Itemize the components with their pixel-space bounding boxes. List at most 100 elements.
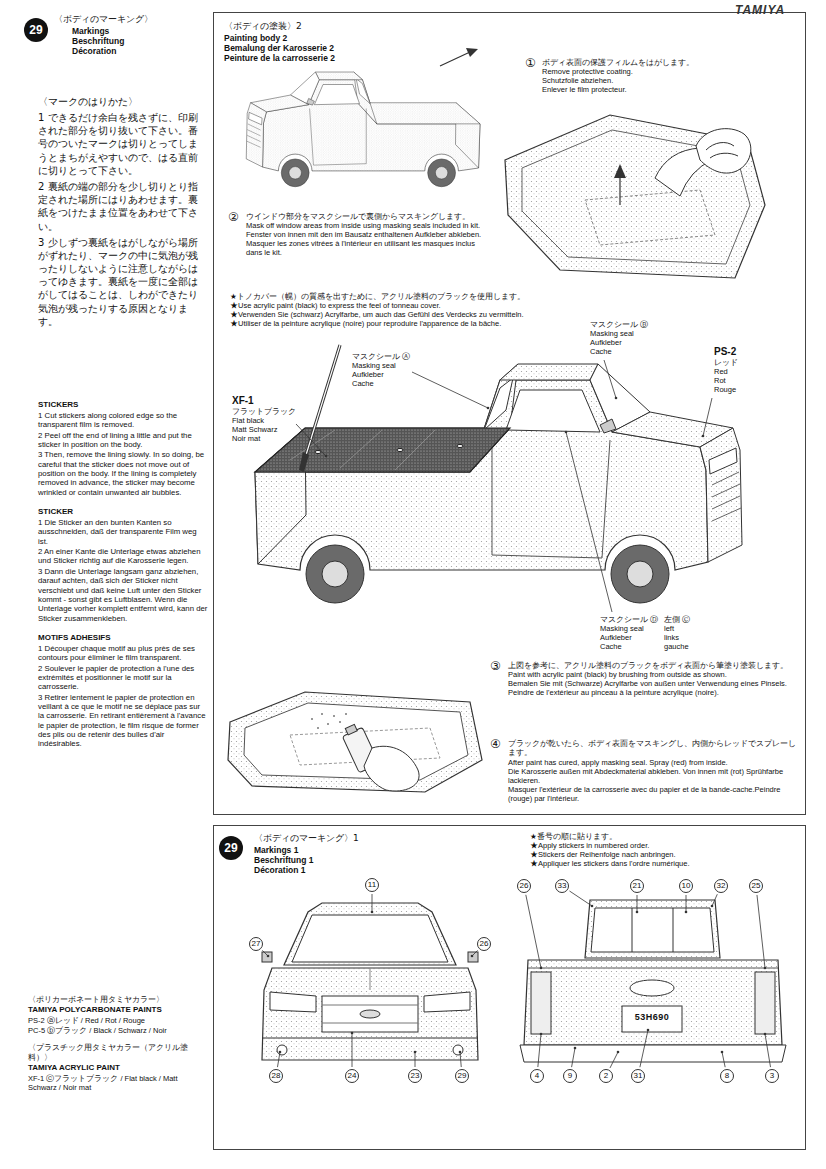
instruction-text: 1 Cut stickers along colored edge so the… (38, 411, 208, 430)
callout-number: 28 (269, 1069, 283, 1083)
text-group: ブラックが乾いたら、ボディ表面をマスキングし、内側からレッドでスプレーします。A… (508, 739, 803, 803)
instruction-text: Red (714, 367, 774, 376)
text-group: MarkingsBeschriftungDécoration (72, 26, 202, 57)
spray-illustration-part (327, 723, 329, 725)
instruction-text: 上図を参考に、アクリル塗料のブラックをボディ表面から筆塗り塗装します。 (508, 661, 803, 670)
pickup-truck-part (306, 345, 340, 455)
instruction-text: レッド (714, 358, 774, 367)
text-group: 10 (679, 879, 693, 893)
leader-line (569, 891, 592, 906)
rear-view-part (585, 900, 720, 958)
body-shell-top (246, 48, 480, 187)
callout-number: 27 (249, 937, 263, 951)
leader-line (412, 372, 488, 408)
instruction-text: ★Utiliser de la peinture acrylique (noir… (230, 319, 580, 328)
text-group: 〈ボディのマーキング〉 (54, 14, 204, 26)
text-group: 26 (517, 879, 531, 893)
leader-dot (487, 407, 490, 410)
instruction-text: Flat black (232, 416, 302, 425)
section-heading: STICKER (38, 507, 208, 517)
instruction-text: 2 Peel off the end of lining a little an… (38, 431, 208, 450)
leader-dot (764, 1033, 767, 1036)
text-group: マスクシール ⒶMasking sealAufkleberCache (352, 352, 432, 388)
peel-illustration-part (696, 129, 751, 173)
text-group: ★番号の順に貼ります。★Apply stickers in numbered o… (530, 832, 800, 868)
instruction-text: Masquer les zones vitrées à l'intérieur … (246, 239, 486, 257)
instruction-text: Matt Schwarz (232, 425, 302, 434)
front-view-part (262, 968, 478, 1060)
leader-dot (685, 911, 688, 914)
front-view-part (262, 952, 272, 962)
leader-dot (617, 1051, 620, 1054)
text-group: 〈ポリカーボネート用タミヤカラー〉TAMIYA POLYCARBONATE PA… (28, 995, 206, 1092)
callout-number: 8 (720, 1069, 734, 1083)
instruction-text: 左側 Ⓒ (664, 615, 714, 624)
rear-view-part (622, 1006, 682, 1032)
text-group: 2 (599, 1069, 613, 1083)
text-group: 29 (24, 18, 48, 42)
instruction-text: ★番号の順に貼ります。 (530, 832, 800, 841)
leader-line (460, 1052, 461, 1067)
instruction-text: XF-1 ⓒフラットブラック / Flat black / Matt Schwa… (28, 1074, 206, 1092)
step-number: ① (525, 57, 541, 69)
panel-subheading: Markings 1 (254, 845, 795, 855)
spray-illustration-part (244, 703, 468, 780)
instruction-text: Paint with acrylic paint (black) by brus… (508, 670, 803, 679)
leader-dot (591, 905, 594, 908)
leader-line (604, 360, 616, 398)
instruction-text: Aufkleber (352, 370, 432, 379)
callout-number: 9 (563, 1069, 577, 1083)
instruction-text: マスクシール Ⓑ (590, 320, 660, 329)
rear-view-part (528, 968, 778, 969)
instruction-text: ブラックが乾いたら、ボディ表面をマスキングし、内側からレッドでスプレーします。 (508, 739, 803, 758)
instruction-text: ★トノカバー（幌）の質感を出すために、アクリル塗料のブラックを使用します。 (230, 292, 580, 301)
instruction-text: マスクシール Ⓐ (352, 352, 432, 361)
leader-line (277, 1052, 280, 1067)
section-heading: 〈マークのはりかた〉 (38, 95, 206, 108)
instruction-text: フラットブラック (232, 407, 302, 416)
body-shell-top-part (246, 72, 480, 187)
panel-subheading: Décoration 1 (254, 865, 795, 875)
spray-illustration-part (321, 713, 323, 715)
leader-dot (267, 955, 270, 958)
leader-dot (702, 435, 705, 438)
peel-illustration (505, 115, 765, 278)
section-heading: Markings (72, 26, 202, 36)
text-group: 4 (530, 1069, 544, 1083)
leader-line (538, 1034, 541, 1067)
text-group: ③ (490, 660, 506, 672)
brand-logo: TAMIYA (735, 3, 815, 17)
leader-dot (325, 455, 328, 458)
instruction-text: 〈ポリカーボネート用タミヤカラー〉 (28, 995, 206, 1004)
leader-line (610, 1052, 618, 1068)
instruction-text: Enlever le film protecteur. (542, 85, 792, 94)
front-view-part (270, 992, 316, 1012)
callout-number: 24 (345, 1069, 359, 1083)
leader-dot (647, 1029, 650, 1032)
instruction-text: 1 Die Sticker an den bunten Kanten so au… (38, 518, 208, 546)
spray-illustration-part (228, 692, 482, 792)
text-group: 11 (365, 878, 379, 892)
pickup-truck-part (306, 345, 340, 455)
instruction-text: PC-5 ⓑブラック / Black / Schwarz / Noir (28, 1026, 206, 1035)
leader-dot (279, 1051, 282, 1054)
rear-view-part (755, 972, 775, 1034)
instruction-text: ボディ表面の保護フィルムをはがします。 (542, 58, 792, 67)
leader-dot (351, 1032, 354, 1035)
pickup-truck-part (457, 444, 463, 447)
leader-dot (540, 967, 543, 970)
front-view-part (468, 952, 478, 962)
leader-dot (540, 1033, 543, 1036)
instruction-text: Peindre de l'extérieur au pinceau à la p… (508, 688, 803, 697)
step-number: 29 (24, 18, 48, 42)
instruction-text: ★Use acrylic paint (black) to express th… (230, 301, 580, 310)
text-group: TAMIYA (735, 3, 815, 17)
instruction-text: links (664, 633, 714, 642)
peel-illustration-part (706, 143, 738, 158)
instruction-text: Masking seal (600, 624, 662, 633)
instruction-text: Masking seal (352, 361, 432, 370)
instruction-text: PS-2 ⓐレッド / Red / Rot / Rouge (28, 1016, 206, 1025)
front-view-part (284, 903, 456, 965)
spray-illustration-part (339, 721, 341, 723)
pickup-truck (255, 345, 742, 603)
